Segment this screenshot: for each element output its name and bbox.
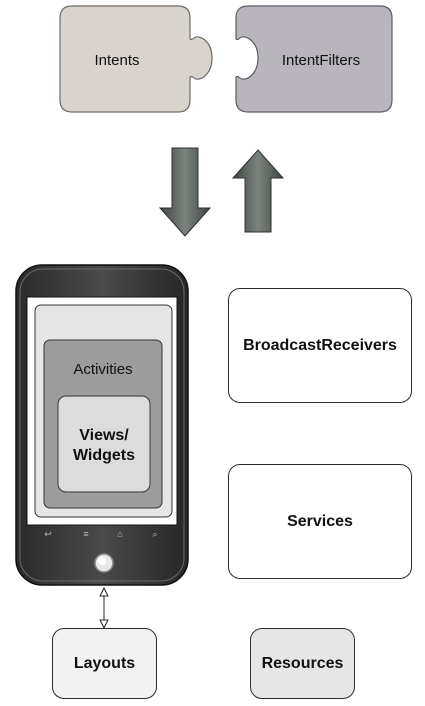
views-widgets-container (57, 395, 151, 493)
services-box: Services (228, 464, 412, 579)
trackball-highlight (98, 557, 106, 565)
layouts-box: Layouts (52, 628, 157, 699)
resources-label: Resources (261, 654, 344, 672)
widgets-label: Widgets (73, 447, 135, 464)
down-arrow-icon (158, 147, 212, 237)
double-arrow-connector (99, 586, 109, 630)
back-icon: ↩ (44, 529, 52, 539)
search-icon: ⌕ (152, 529, 157, 539)
resources-box: Resources (250, 628, 355, 699)
intent-filters-puzzle-piece: IntentFilters (235, 5, 393, 113)
intent-filters-piece-shape (235, 5, 393, 113)
intents-piece-shape (59, 5, 213, 113)
broadcast-receivers-label: BroadcastReceivers (243, 336, 397, 354)
up-arrow-icon (231, 149, 285, 233)
intents-label: Intents (94, 52, 139, 69)
home-icon: ⌂ (117, 529, 122, 539)
layouts-label: Layouts (73, 654, 136, 672)
services-label: Services (287, 512, 353, 530)
intent-filters-label: IntentFilters (282, 52, 360, 69)
views-label: Views/ (79, 427, 129, 444)
android-phone: Activities Views/ Widgets ↩ ≡ ⌂ ⌕ (15, 264, 189, 586)
intents-puzzle-piece: Intents (59, 5, 213, 113)
phone-bezel-highlight (19, 268, 185, 582)
broadcast-receivers-box: BroadcastReceivers (228, 288, 412, 403)
menu-icon: ≡ (83, 529, 88, 539)
activities-label: Activities (73, 361, 132, 378)
